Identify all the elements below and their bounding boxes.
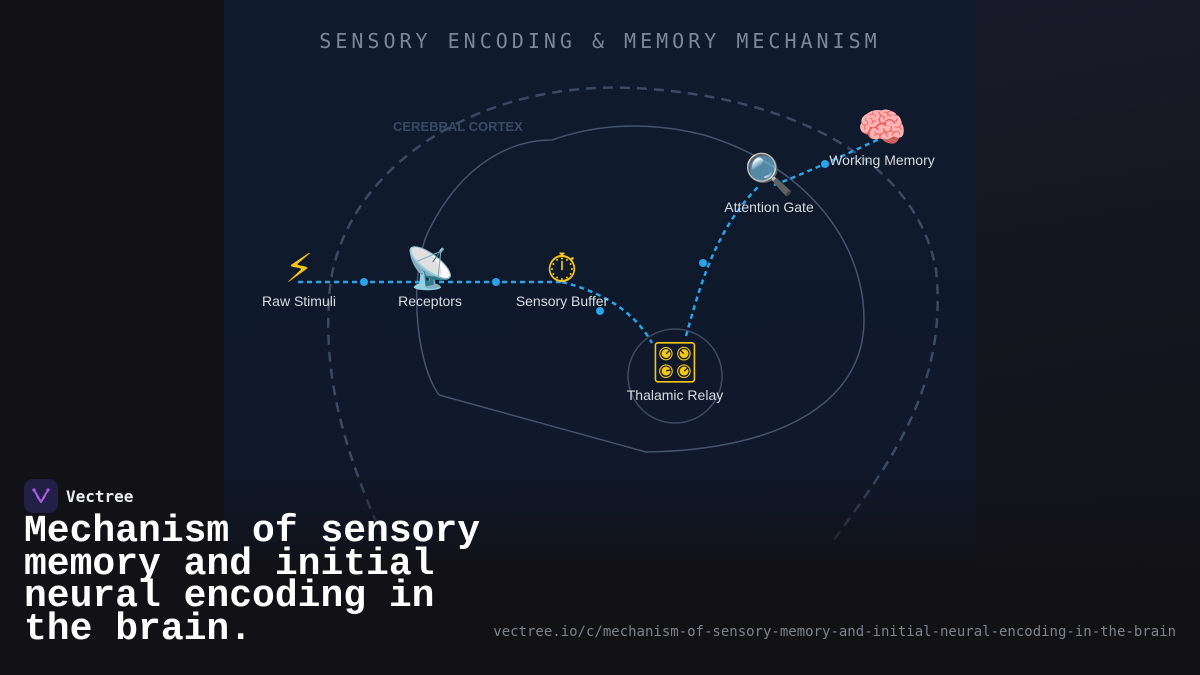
lightning-icon: ⚡ bbox=[284, 246, 314, 292]
flow-dot bbox=[596, 307, 604, 315]
node-label: Receptors bbox=[398, 293, 462, 309]
bottom-fade bbox=[0, 470, 1200, 675]
node-attention-gate: 🔍 Attention Gate bbox=[689, 153, 849, 215]
cortex-inner-region bbox=[415, 125, 865, 453]
flow-dot bbox=[492, 278, 500, 286]
node-thalamic-relay: 🎛 Thalamic Relay bbox=[595, 341, 755, 403]
brand: Vectree bbox=[24, 479, 133, 513]
flow-dot bbox=[821, 160, 829, 168]
node-label: Raw Stimuli bbox=[262, 293, 336, 309]
diagram-canvas bbox=[298, 86, 939, 541]
thalamic-relay-ring bbox=[627, 328, 723, 424]
source-url[interactable]: vectree.io/c/mechanism-of-sensory-memory… bbox=[493, 624, 1176, 640]
node-raw-stimuli: ⚡ Raw Stimuli bbox=[219, 247, 379, 309]
flow-dot bbox=[699, 259, 707, 267]
node-working-memory: 🧠 Working Memory bbox=[802, 106, 962, 168]
node-receptors: 📡 Receptors bbox=[350, 247, 510, 309]
magnifying-glass-icon: 🔍 bbox=[744, 152, 794, 198]
brain-icon: 🧠 bbox=[857, 105, 907, 151]
node-label: Attention Gate bbox=[724, 199, 814, 215]
node-sensory-buffer: ⏱ Sensory Buffer bbox=[482, 247, 642, 309]
diagram-title: SENSORY ENCODING & MEMORY MECHANISM bbox=[319, 29, 881, 53]
stopwatch-icon: ⏱ bbox=[546, 246, 578, 292]
vectree-logo-icon bbox=[24, 479, 58, 513]
cortex-outer-boundary bbox=[327, 86, 939, 541]
flow-buffer-to-thalamus bbox=[561, 280, 654, 344]
satellite-dish-icon: 📡 bbox=[405, 246, 455, 292]
flow-thalamus-to-attention bbox=[684, 184, 761, 337]
node-label: Working Memory bbox=[829, 152, 935, 168]
node-label: Sensory Buffer bbox=[515, 293, 609, 309]
flow-attention-to-memory bbox=[773, 136, 883, 187]
cerebral-cortex-label: CEREBRAL CORTEX bbox=[393, 119, 523, 134]
node-label: Thalamic Relay bbox=[626, 387, 724, 403]
flow-dot bbox=[360, 278, 368, 286]
brand-name: Vectree bbox=[66, 486, 134, 506]
control-knobs-icon: 🎛 bbox=[649, 340, 701, 386]
headline: Mechanism of sensory memory and initial … bbox=[24, 510, 481, 651]
diagram-panel: SENSORY ENCODING & MEMORY MECHANISM CERE… bbox=[224, 0, 976, 560]
